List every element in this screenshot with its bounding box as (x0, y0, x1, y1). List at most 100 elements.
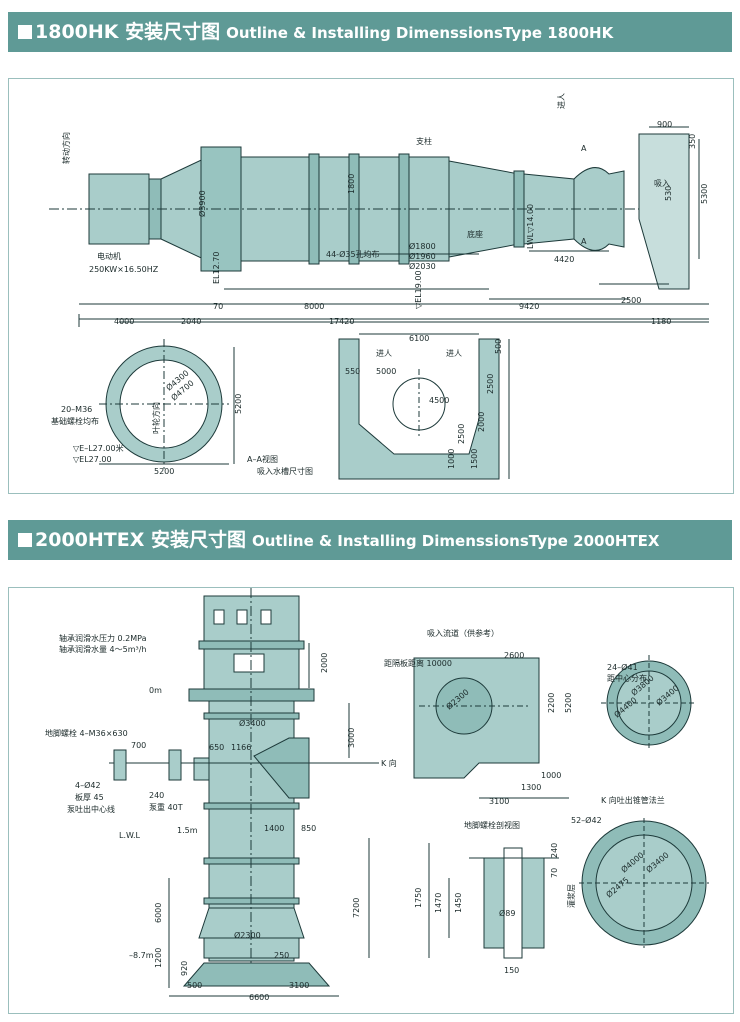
section2-drawing: 轴承润滑水压力 0.2MPa 轴承润滑水量 4～5m³/h 0m 地脚螺栓 4–… (45, 588, 709, 1002)
rotation-label: 转动方向 (61, 132, 71, 164)
dim-2500: 2500 (621, 296, 641, 305)
suction-flow-label: 吸入流道（供参考） (427, 628, 499, 638)
dim-650: 650 (209, 743, 224, 752)
el-2700-label: ▽E–L27.00米 (73, 443, 124, 453)
dim-4000: 4000 (114, 317, 134, 326)
dim-8000: 8000 (304, 302, 324, 311)
dim-240: 240 (149, 791, 164, 800)
dim-2500c: 2500 (457, 424, 466, 444)
dim-17420: 17420 (329, 317, 354, 326)
floor-label: 底座 (467, 229, 483, 239)
dim-6100: 6100 (409, 334, 429, 343)
dim-3400: Ø3400 (239, 718, 266, 728)
pump-center-label: 泵吐出中心线 (67, 804, 115, 814)
dim-9420: 9420 (519, 302, 539, 311)
anchor-bolt-label: 20–M36 (61, 405, 92, 414)
section2-title-en: Outline & Installing DimenssionsType 200… (252, 532, 660, 550)
pitch-label: 距中心分布 (607, 673, 647, 683)
dim-6600: 6600 (249, 993, 269, 1002)
anchor-note-label: 基础螺栓均布 (51, 416, 99, 426)
dim-1500: 1500 (470, 449, 479, 469)
dim-2300: Ø2300 (234, 930, 261, 940)
dim-700: 700 (131, 741, 146, 750)
section1-title-cn: 1800HK 安装尺寸图 (35, 21, 221, 43)
dim-350: 350 (688, 134, 697, 149)
dim-1000-2: 1000 (541, 771, 561, 780)
gap-label: 距隔板距离 10000 (384, 658, 452, 668)
dim-5200: 5200 (154, 467, 174, 476)
dim-d1800: Ø1800 (409, 241, 436, 251)
anchor-detail-label: 地脚螺栓剖视图 (464, 820, 520, 830)
dim-3000: 3000 (347, 728, 356, 748)
section-a-top: A (581, 144, 587, 153)
dim-500-2: 500 (187, 981, 202, 990)
inlet-top-label: 进人 (557, 93, 566, 109)
view-aa-label: A–A视图 (247, 454, 278, 464)
dim-2000-2: 2000 (320, 653, 329, 673)
dim-1200: 1200 (154, 948, 163, 968)
dim-1000: 1000 (447, 449, 456, 469)
bolt-holes-label: 44-Ø35孔均布 (326, 249, 380, 259)
section-a-bottom: A (581, 237, 587, 246)
dim-70-2: 70 (550, 868, 559, 878)
k-dir-label: K 向 (381, 758, 397, 768)
lwl-label: LWL▽14.00 (526, 204, 535, 249)
dim-850: 850 (301, 824, 316, 833)
plate-label: 板厚 45 (75, 792, 104, 802)
dim-5200-2: 5200 (564, 693, 573, 713)
dim-6000: 6000 (154, 903, 163, 923)
dim-5200v: 5200 (234, 394, 243, 414)
dim-89: Ø89 (499, 908, 515, 918)
section1-title-en: Outline & Installing DimenssionsType 180… (226, 24, 614, 42)
section1-drawing: 转动方向 电动机 250KW×16.50HZ Ø3900 1800 支柱 进人 … (49, 93, 709, 480)
dim-1180: 1180 (651, 317, 671, 326)
dim-1-5m: 1.5m (177, 826, 198, 835)
holes-label: 4–Ø42 (75, 780, 101, 790)
dim-d1960: Ø1960 (409, 251, 436, 261)
suction-label: 吸入 (654, 179, 670, 188)
dim-1400: 1400 (264, 824, 284, 833)
shaft-dir-label: 叶轮方向 (151, 402, 161, 434)
dim-500: 500 (494, 339, 503, 354)
k-flange-label: K 向吐出锥管法兰 (601, 795, 665, 805)
dim-4420: 4420 (554, 255, 574, 264)
dim-2000: 2000 (477, 412, 486, 432)
holes52-label: 52–Ø42 (571, 815, 602, 825)
dim-d2030: Ø2030 (409, 261, 436, 271)
dim-3100b: 3100 (489, 797, 509, 806)
dim-4500: 4500 (429, 396, 449, 405)
dim-920: 920 (180, 961, 189, 976)
motor-spec-label: 250KW×16.50HZ (89, 265, 159, 274)
inlet-fw-label: 进人 (376, 349, 392, 358)
dim-1470: 1470 (434, 893, 443, 913)
lwl-label-2: L.W.L (119, 831, 141, 840)
dim-1750: 1750 (414, 888, 423, 908)
dim-1450: 1450 (454, 893, 463, 913)
pump-weight-label: 泵重 40T (149, 802, 183, 812)
dim-3100: 3100 (289, 981, 309, 990)
banner-square-icon (18, 25, 32, 39)
dim-5300: 5300 (700, 184, 709, 204)
dim-2040: 2040 (181, 317, 201, 326)
dim-70: 70 (213, 302, 223, 311)
section1-banner: 1800HK 安装尺寸图 Outline & Installing Dimenss… (8, 12, 732, 52)
view-aa2-label: 吸入水槽尺寸图 (257, 466, 313, 476)
dim-240b: 240 (550, 843, 559, 858)
lube-pressure-label: 轴承润滑水压力 0.2MPa (59, 633, 147, 643)
dim-5000: 5000 (376, 367, 396, 376)
section2-drawing-panel: 轴承润滑水压力 0.2MPa 轴承润滑水量 4～5m³/h 0m 地脚螺栓 4–… (8, 587, 734, 1014)
dim-1800v: 1800 (347, 174, 356, 194)
dim-150: 150 (504, 966, 519, 975)
fw-mark-label: 进人 (446, 349, 462, 358)
dim-2500b: 2500 (486, 374, 495, 394)
dim-530: 530 (664, 186, 673, 201)
dim-900: 900 (657, 120, 672, 129)
el-1270-label: EL12.70 (212, 252, 221, 284)
holes41-label: 24–Ø41 (607, 662, 638, 672)
anchor-label: 地脚螺栓 4–M36×630 (45, 728, 128, 738)
el-2700b-label: ▽EL27.00 (73, 455, 112, 464)
lube-flow-label: 轴承润滑水量 4～5m³/h (59, 644, 147, 654)
dim-1166: 1166 (231, 743, 251, 752)
el-1900-label: ▽EL19.00 (414, 270, 423, 309)
